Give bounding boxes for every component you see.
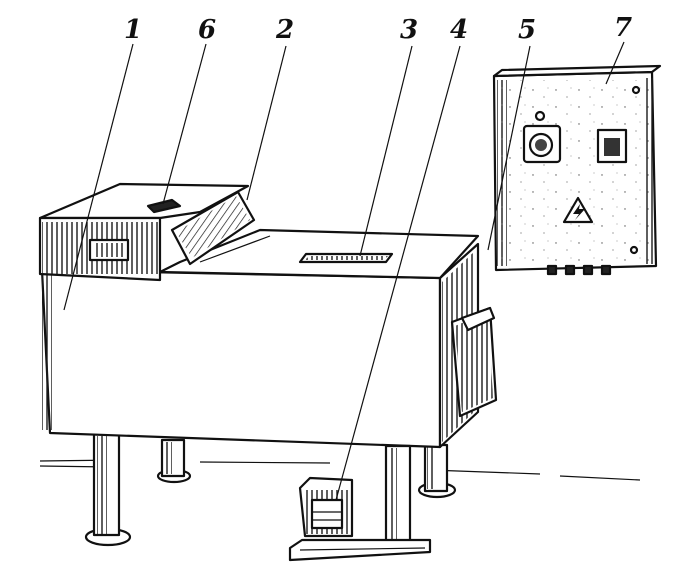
high-voltage-warning-icon xyxy=(562,196,594,224)
machine-legs xyxy=(84,431,457,547)
leader-lines xyxy=(63,41,625,501)
callout-3: 3 xyxy=(400,15,418,45)
callout-6: 6 xyxy=(198,15,216,45)
top-slot xyxy=(298,252,394,264)
callout-7: 7 xyxy=(614,13,632,43)
foot-pedal xyxy=(298,476,354,538)
control-cabinet xyxy=(492,64,662,276)
callout-5: 5 xyxy=(518,15,536,45)
center-leg xyxy=(288,444,432,562)
head-housing xyxy=(38,182,250,282)
callout-1: 1 xyxy=(124,15,142,45)
callout-2: 2 xyxy=(275,15,294,45)
callout-4: 4 xyxy=(450,15,468,45)
callout-labels: 1 6 2 3 4 5 7 xyxy=(124,13,632,45)
hopper xyxy=(170,190,256,266)
floor xyxy=(39,459,641,481)
side-chute xyxy=(450,306,498,418)
